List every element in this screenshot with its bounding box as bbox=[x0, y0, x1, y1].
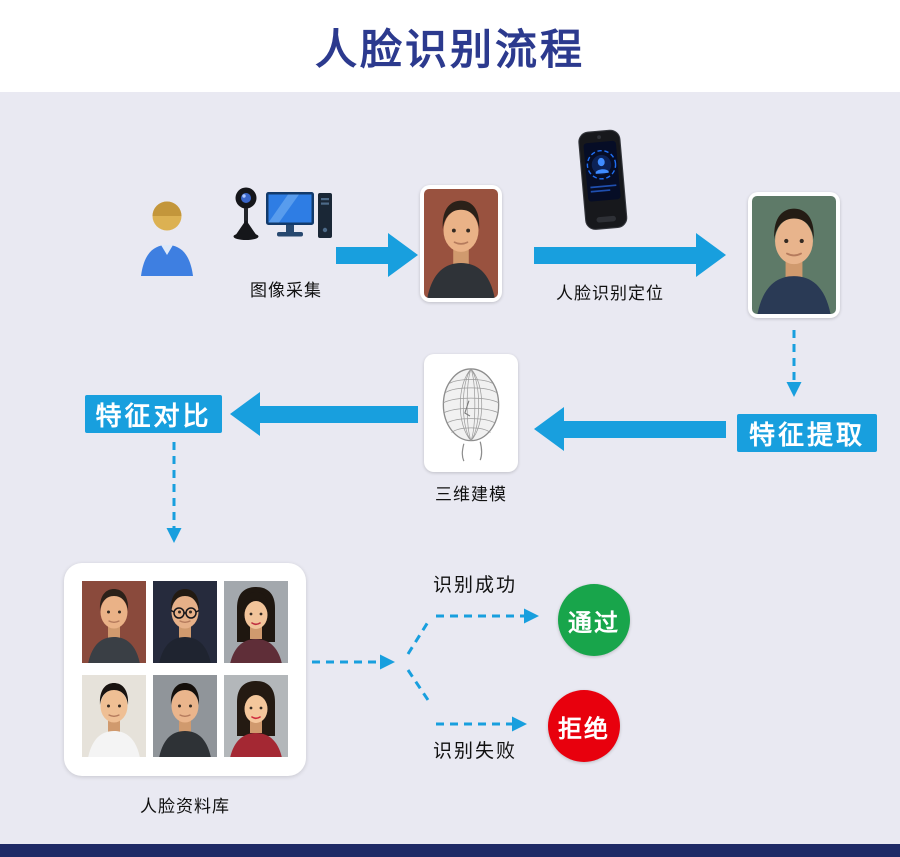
database-face-photo bbox=[153, 581, 217, 663]
captured-face-photo bbox=[420, 185, 502, 302]
wireframe-model-box bbox=[424, 354, 518, 472]
model-label: 三维建模 bbox=[435, 485, 507, 504]
database-face-photo bbox=[224, 581, 288, 663]
feature-compare-box: 特征对比 bbox=[85, 395, 222, 433]
fail-label: 识别失败 bbox=[432, 741, 517, 762]
face-recognition-terminal-icon bbox=[562, 127, 645, 237]
success-label: 识别成功 bbox=[432, 575, 517, 596]
computer-icon bbox=[266, 192, 332, 244]
located-face-photo bbox=[748, 192, 840, 318]
reject-circle: 拒绝 bbox=[548, 690, 620, 762]
connector-branch-down bbox=[406, 669, 430, 701]
locate-label: 人脸识别定位 bbox=[556, 284, 664, 303]
footer-bar bbox=[0, 844, 900, 857]
arrow-model-to-compare bbox=[230, 392, 418, 436]
arrow-photo-to-locate bbox=[534, 233, 726, 277]
database-face-photo bbox=[153, 675, 217, 757]
page-title: 人脸识别流程 bbox=[314, 25, 585, 73]
face-database-grid bbox=[64, 563, 306, 775]
webcam-icon bbox=[230, 186, 262, 242]
page-header: 人脸识别流程 bbox=[0, 0, 900, 92]
person-icon bbox=[138, 198, 196, 276]
database-label: 人脸资料库 bbox=[140, 797, 230, 816]
arrow-capture-to-photo bbox=[336, 233, 418, 277]
pass-circle: 通过 bbox=[558, 584, 630, 656]
wireframe-head-3d-icon bbox=[442, 368, 500, 462]
database-face-photo bbox=[82, 581, 146, 663]
feature-extract-box: 特征提取 bbox=[737, 414, 877, 452]
database-face-photo bbox=[224, 675, 288, 757]
capture-label: 图像采集 bbox=[250, 281, 322, 300]
database-face-photo bbox=[82, 675, 146, 757]
arrow-extract-to-model bbox=[534, 407, 726, 451]
connector-branch-up bbox=[406, 621, 430, 655]
face-database-box bbox=[64, 563, 306, 776]
